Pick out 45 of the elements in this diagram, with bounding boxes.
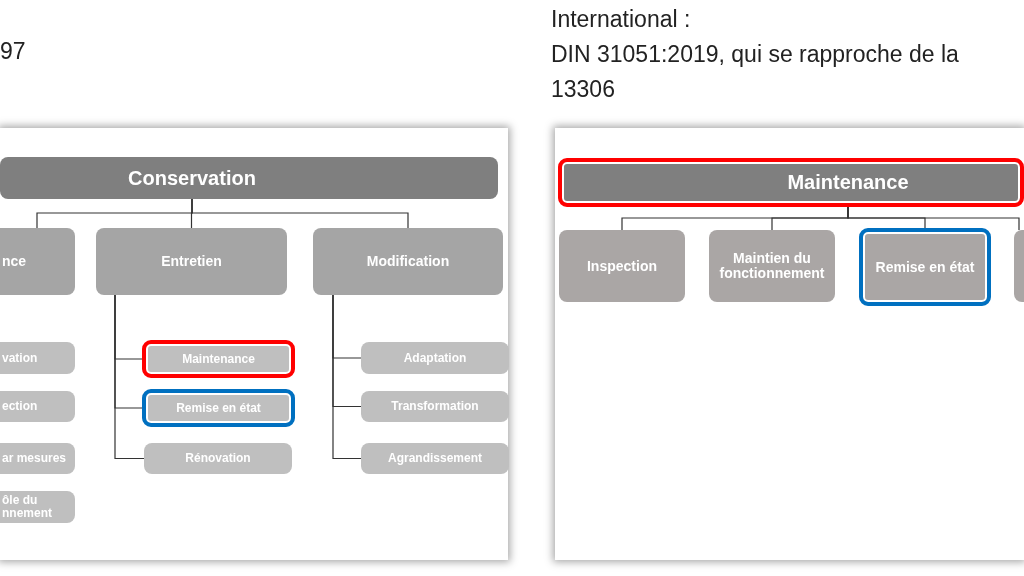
category-box bbox=[0, 491, 75, 523]
category-box bbox=[361, 391, 509, 422]
category-box bbox=[142, 340, 295, 378]
node-label: Conservation bbox=[128, 167, 256, 189]
node-label: Maintenance bbox=[787, 172, 909, 193]
node-label: Adaptation bbox=[403, 351, 467, 365]
text-line: 97 bbox=[0, 38, 26, 65]
category-box bbox=[1014, 230, 1024, 302]
node-label: Inspection bbox=[587, 258, 657, 274]
category-box bbox=[96, 228, 287, 295]
node-label: ection bbox=[2, 400, 38, 413]
node-label: Remise en état bbox=[875, 259, 975, 275]
heading-bar bbox=[558, 158, 1024, 207]
category-box bbox=[0, 443, 75, 474]
category-box bbox=[313, 228, 503, 295]
connector-line bbox=[191, 198, 409, 229]
category-box bbox=[0, 228, 75, 295]
category-box bbox=[361, 342, 509, 374]
node-label: ôle du nnement bbox=[2, 494, 53, 520]
heading-bar bbox=[0, 157, 498, 199]
text-line: International : bbox=[551, 6, 691, 33]
node-label: Rénovation bbox=[185, 452, 251, 465]
node-label: Agrandissement bbox=[388, 452, 482, 465]
category-box bbox=[859, 228, 991, 306]
category-box bbox=[142, 389, 295, 427]
node-label: ar mesures bbox=[2, 452, 67, 465]
node-label: Transformation bbox=[391, 400, 479, 413]
category-box bbox=[361, 443, 509, 474]
category-box bbox=[709, 230, 835, 302]
node-label: Remise en état bbox=[176, 401, 261, 415]
node-label: Maintenance bbox=[182, 352, 255, 366]
category-box bbox=[0, 391, 75, 422]
connector-line bbox=[114, 294, 145, 460]
node-label: Maintien du fonctionnement bbox=[718, 251, 826, 281]
connector-line bbox=[332, 294, 362, 460]
text-line: 13306 bbox=[551, 76, 615, 103]
node-label: Entretien bbox=[161, 254, 222, 269]
node-label: vation bbox=[2, 351, 38, 365]
connector-line bbox=[847, 206, 1020, 231]
node-label: nce bbox=[2, 254, 27, 269]
category-box bbox=[559, 230, 685, 302]
category-box bbox=[144, 443, 292, 474]
text-line: DIN 31051:2019, qui se rapproche de la bbox=[551, 41, 959, 68]
category-box bbox=[0, 342, 75, 374]
node-label: Modification bbox=[366, 254, 450, 269]
